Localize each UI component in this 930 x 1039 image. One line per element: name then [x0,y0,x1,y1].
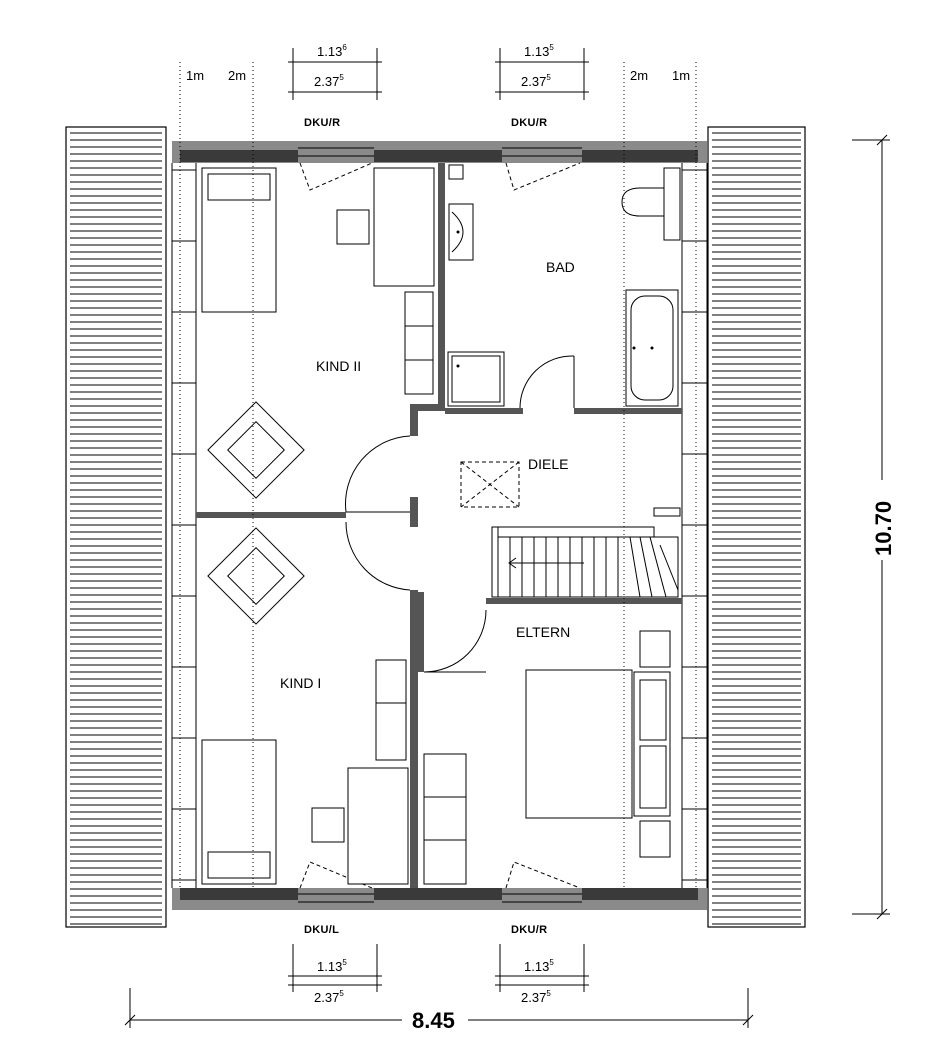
stair-tread [639,536,653,598]
window-height-dim: 2.375 [314,989,344,1005]
interior-walls [196,163,682,888]
roof-left [65,126,167,928]
window-type-label: DKU/R [511,117,547,129]
window-width-dim: 1.136 [317,43,347,59]
room-label-kind2: KIND II [316,358,361,374]
window-type-label: DKU/R [511,924,547,936]
window-type-label: DKU/R [304,117,340,129]
stair-tread [629,536,641,598]
overall-depth-label: 10.70 [871,501,896,556]
room-label-eltern: ELTERN [516,624,570,640]
exterior-walls [171,141,708,910]
roof-right [707,126,806,928]
stair-tread [659,544,679,591]
room-label-diele: DIELE [528,456,568,472]
window-width-dim: 1.135 [524,958,554,974]
skylight [460,461,520,508]
stair-tread [649,536,667,598]
overall-depth-dim [852,134,890,920]
bad-furniture [447,164,681,407]
height-line-label: 1m [186,68,204,83]
window-width-dim: 1.135 [317,958,347,974]
window-height-dim: 2.375 [314,73,344,89]
window-height-dim: 2.375 [521,989,551,1005]
doors [299,162,581,889]
window-type-label: DKU/L [304,924,339,936]
height-line-label: 1m [672,68,690,83]
staircase [497,536,679,598]
height-line-label: 2m [228,68,246,83]
window-dim-lines [288,48,589,992]
height-line-label: 2m [630,68,648,83]
kind2-furniture [201,167,435,499]
room-label-kind1: KIND I [280,675,321,691]
window-width-dim: 1.135 [524,43,554,59]
kind1-furniture [201,527,409,885]
overall-width-label: 8.45 [412,1008,455,1033]
overall-width-dim [124,988,754,1028]
room-label-bad: BAD [546,259,575,275]
window-height-dim: 2.375 [521,73,551,89]
eltern-furniture [423,630,671,885]
